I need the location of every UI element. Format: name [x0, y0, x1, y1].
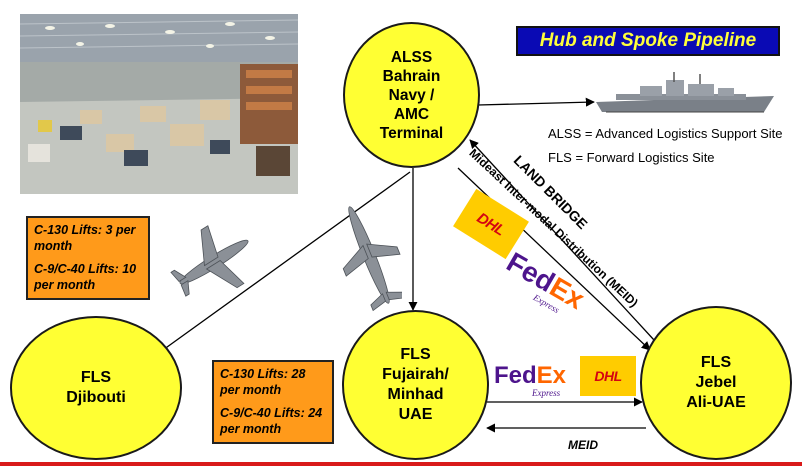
warehouse-photo: [20, 14, 298, 194]
fujairah-line: Fujairah/: [382, 366, 449, 383]
fujairah-line: Minhad: [387, 386, 444, 403]
node-fls-fujairah: FLS Fujairah/ Minhad UAE: [342, 310, 489, 460]
diagram-title: Hub and Spoke Pipeline: [516, 26, 780, 56]
djibouti-line: Djibouti: [66, 389, 126, 406]
hub-line: AMC: [393, 105, 430, 123]
arrow-hub-to-ship: [477, 97, 595, 107]
jebel-line: FLS: [700, 354, 732, 371]
lifts-c130-djibouti: C-130 Lifts: 3 per month: [34, 223, 136, 253]
lifts-box-fujairah: C-130 Lifts: 28 per month C-9/C-40 Lifts…: [212, 360, 334, 444]
dhl-logo-text: DHL: [594, 368, 622, 384]
node-fls-djibouti: FLS Djibouti: [10, 316, 182, 460]
hub-line: Navy /: [388, 86, 435, 104]
lifts-box-djibouti: C-130 Lifts: 3 per month C-9/C-40 Lifts:…: [26, 216, 150, 300]
bottom-rule: [0, 462, 802, 466]
dhl-logo: DHL: [580, 356, 636, 396]
lifts-c9-fujairah: C-9/C-40 Lifts: 24 per month: [220, 406, 323, 436]
legend-fls: FLS = Forward Logistics Site: [548, 150, 715, 165]
dhl-logo-text: DHL: [474, 209, 508, 239]
fedex-express-text: Express: [532, 388, 561, 398]
fedex-logo: FedEx Express: [494, 362, 576, 399]
fujairah-line: UAE: [398, 406, 433, 423]
jebel-line: Ali-UAE: [686, 394, 746, 411]
hub-node-alss-bahrain: ALSS Bahrain Navy / AMC Terminal: [343, 22, 480, 168]
fedex-fed-text: Fed: [494, 362, 537, 389]
djibouti-line: FLS: [80, 369, 112, 386]
fedex-ex-text: Ex: [536, 362, 567, 389]
cargo-plane-icon: [342, 206, 402, 312]
cargo-plane-icon: [170, 225, 249, 297]
fujairah-line: FLS: [400, 346, 431, 363]
hub-line: Bahrain: [382, 67, 441, 85]
arrow-jebel-to-hub: [469, 139, 655, 341]
node-fls-jebel-ali: FLS Jebel Ali-UAE: [640, 306, 792, 460]
jebel-line: Jebel: [695, 374, 737, 391]
hub-line: ALSS: [390, 48, 433, 66]
lifts-c130-fujairah: C-130 Lifts: 28 per month: [220, 367, 306, 397]
meid-short-label: MEID: [568, 438, 598, 452]
hub-line: Terminal: [379, 124, 444, 142]
arrow-hub-to-djibouti: [155, 171, 411, 356]
lifts-c9-djibouti: C-9/C-40 Lifts: 10 per month: [34, 262, 137, 292]
legend-alss: ALSS = Advanced Logistics Support Site: [548, 126, 783, 141]
diagram-title-text: Hub and Spoke Pipeline: [539, 30, 757, 51]
navy-ship-icon: [596, 72, 774, 113]
